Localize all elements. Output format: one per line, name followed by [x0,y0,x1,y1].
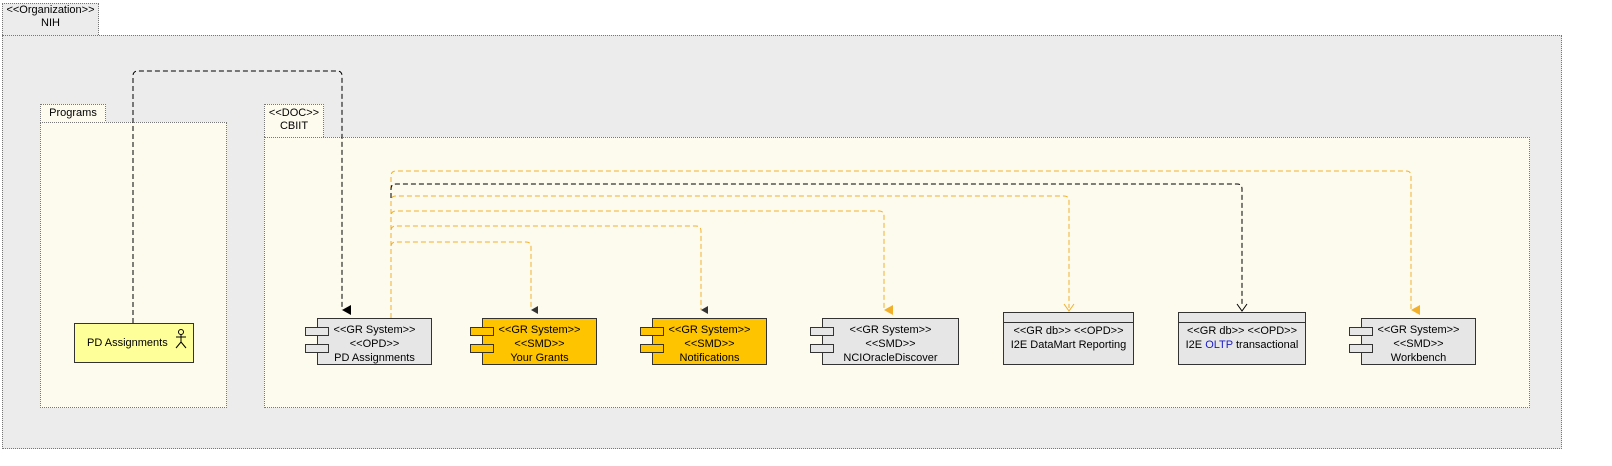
database-name: I2E OLTP transactional [1186,339,1299,351]
component-port-icon [305,327,329,336]
database-name-suffix: transactional [1232,339,1299,351]
component-stereotype: <<GR System>> [668,324,751,336]
cbiit-tab: <<DOC>> CBIIT [264,104,324,137]
component-pd-assignments[interactable]: <<GR System>> <<OPD>> PD Assignments [317,318,432,365]
component-name: Workbench [1390,352,1447,364]
component-tag: <<SMD>> [514,338,565,350]
component-tag: <<SMD>> [1393,338,1444,350]
actor-icon [175,329,187,349]
component-nci-oracle-discover[interactable]: <<GR System>> <<SMD>> NCIOracleDiscover [822,318,959,365]
component-tag: <<SMD>> [865,338,916,350]
database-tag: <<OPD>> [1074,325,1124,337]
arrowhead-datamart [1063,303,1075,312]
connector-to-datamart [390,195,1070,318]
database-i2e-datamart-reporting[interactable]: <<GR db>> <<OPD>> I2E DataMart Reporting [1003,312,1134,365]
connector-to-workbench [390,170,1420,318]
database-i2e-oltp-transactional[interactable]: <<GR db>> <<OPD>> I2E OLTP transactional [1178,312,1306,365]
component-stereotype: <<GR System>> [1377,324,1460,336]
database-name-prefix: I2E [1185,339,1206,351]
organization-tab: <<Organization>> NIH [2,3,99,35]
component-your-grants[interactable]: <<GR System>> <<SMD>> Your Grants [482,318,597,365]
component-name: PD Assignments [334,352,415,364]
actor-label: PD Assignments [87,337,168,349]
component-port-icon [1349,344,1373,353]
programs-tab: Programs [40,104,106,123]
database-header-bar [1004,313,1133,323]
component-port-icon [1349,327,1373,336]
cbiit-name: CBIIT [279,120,309,132]
connector-to-your-grants [390,241,538,318]
connector-actor-to-pd [132,70,351,323]
component-name: Your Grants [510,352,569,364]
component-stereotype: <<GR System>> [498,324,581,336]
component-name: Notifications [679,352,740,364]
component-port-icon [470,344,494,353]
organization-name: NIH [41,17,60,29]
component-tag: <<OPD>> [349,338,400,350]
database-header-bar [1179,313,1305,323]
component-port-icon [810,327,834,336]
database-name-highlight: OLTP [1205,339,1233,351]
arrowhead-oltp [1236,303,1248,312]
programs-name: Programs [49,107,97,119]
pd-assignments-actor[interactable]: PD Assignments [74,323,194,363]
connector-to-oltp [390,183,1243,318]
component-name: NCIOracleDiscover [843,352,938,364]
component-port-icon [810,344,834,353]
component-port-icon [470,327,494,336]
component-port-icon [640,344,664,353]
component-port-icon [305,344,329,353]
connector-to-notifications [390,225,708,318]
connector-to-discover [390,210,893,318]
component-notifications[interactable]: <<GR System>> <<SMD>> Notifications [652,318,767,365]
organization-stereotype: <<Organization>> [6,4,95,16]
database-stereotype: <<GR db>> [1013,325,1071,337]
component-port-icon [640,327,664,336]
component-stereotype: <<GR System>> [849,324,932,336]
database-tag: <<OPD>> [1247,325,1298,337]
database-name: I2E DataMart Reporting [1010,339,1127,351]
component-tag: <<SMD>> [684,338,735,350]
cbiit-stereotype: <<DOC>> [268,107,320,119]
component-workbench[interactable]: <<GR System>> <<SMD>> Workbench [1361,318,1476,365]
database-stereotype: <<GR db>> [1186,325,1245,337]
component-stereotype: <<GR System>> [333,324,416,336]
